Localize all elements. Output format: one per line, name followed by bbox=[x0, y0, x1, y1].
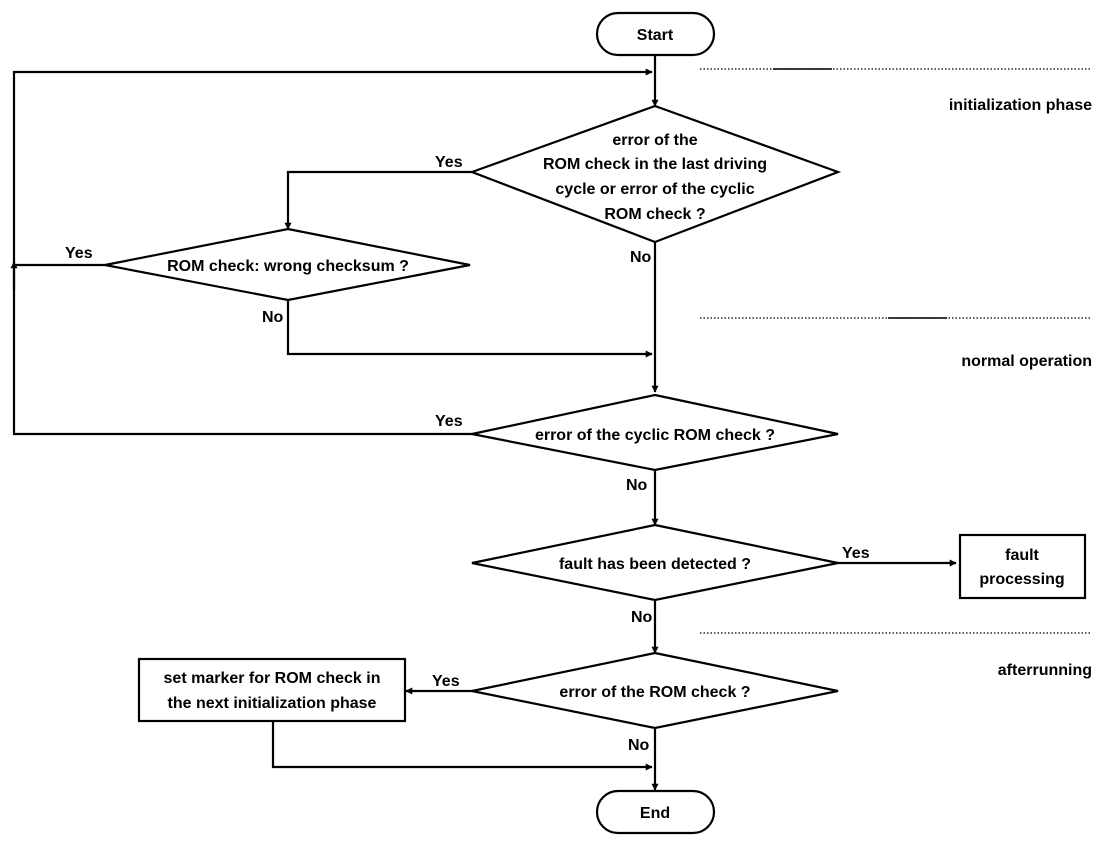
d5-yes-label: Yes bbox=[432, 673, 460, 690]
edge-d2-no bbox=[286, 300, 653, 358]
marker-box-line-2: the next initialization phase bbox=[168, 695, 377, 712]
d2-label: ROM check: wrong checksum ? bbox=[167, 258, 409, 275]
end-label: End bbox=[640, 805, 670, 822]
phase-label-normal: normal operation bbox=[961, 353, 1092, 370]
fault-box-line-2: processing bbox=[979, 571, 1064, 588]
d1-line-3: cycle or error of the cyclic bbox=[555, 181, 754, 198]
d2-no-label: No bbox=[262, 309, 284, 326]
connectors bbox=[10, 55, 957, 791]
edge-loop-back-top bbox=[12, 68, 653, 265]
decision-fault-detected: fault has been detected ? bbox=[471, 523, 839, 602]
d3-yes-label: Yes bbox=[435, 413, 463, 430]
d1-line-2: ROM check in the last driving bbox=[543, 156, 767, 173]
decision-wrong-checksum: ROM check: wrong checksum ? bbox=[104, 227, 471, 302]
d4-yes-label: Yes bbox=[842, 545, 870, 562]
fault-box-line-1: fault bbox=[1005, 547, 1039, 564]
decision-cyclic-rom-error: error of the cyclic ROM check ? bbox=[471, 393, 839, 472]
d5-no-label: No bbox=[628, 737, 650, 754]
d1-line-1: error of the bbox=[612, 132, 697, 149]
d3-no-label: No bbox=[626, 477, 648, 494]
edge-d1-yes bbox=[284, 170, 472, 230]
d1-yes-label: Yes bbox=[435, 154, 463, 171]
edge-marker-to-end bbox=[271, 721, 653, 771]
d5-label: error of the ROM check ? bbox=[559, 684, 750, 701]
start-label: Start bbox=[637, 27, 674, 44]
marker-box-line-1: set marker for ROM check in bbox=[164, 670, 381, 687]
phase-label-init: initialization phase bbox=[949, 97, 1092, 114]
decision-rom-error-last-cycle: error of the ROM check in the last drivi… bbox=[468, 104, 842, 244]
d2-yes-label: Yes bbox=[65, 245, 93, 262]
set-marker-box: set marker for ROM check in the next ini… bbox=[137, 657, 407, 723]
d4-label: fault has been detected ? bbox=[559, 556, 751, 573]
d4-no-label: No bbox=[631, 609, 653, 626]
start-node: Start bbox=[595, 11, 716, 57]
d1-line-4: ROM check ? bbox=[604, 206, 705, 223]
fault-processing-box: fault processing bbox=[958, 533, 1087, 600]
edge-d2-d3-yes-path bbox=[12, 263, 472, 436]
d3-label: error of the cyclic ROM check ? bbox=[535, 427, 775, 444]
end-node: End bbox=[595, 789, 716, 835]
decision-rom-check-error: error of the ROM check ? bbox=[471, 651, 839, 730]
phase-label-after: afterrunning bbox=[998, 662, 1092, 679]
d1-no-label: No bbox=[630, 249, 652, 266]
